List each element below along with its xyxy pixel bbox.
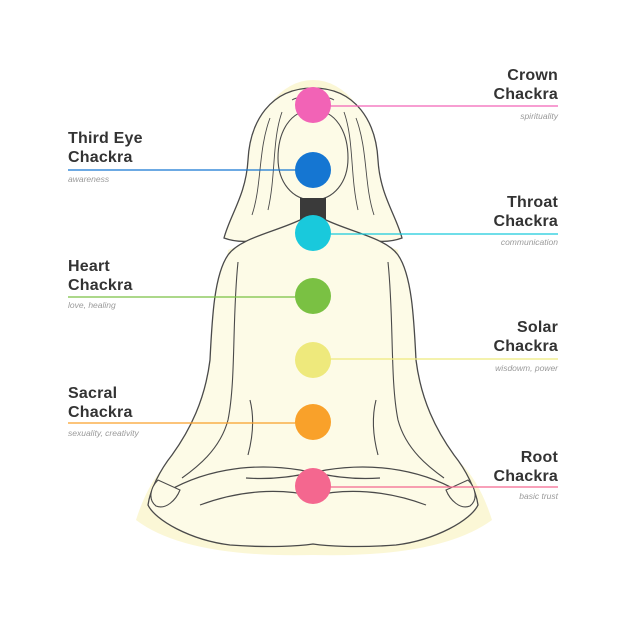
throat-chakra-name: Throat — [507, 194, 558, 211]
root-chakra-label: Root Chackra — [493, 448, 558, 486]
throat-chakra-label: Throat Chackra — [493, 193, 558, 231]
heart-chakra-description: love, healing — [68, 300, 116, 310]
crown-chakra-word: Chackra — [493, 86, 558, 103]
sacral-chakra-word: Chackra — [68, 404, 133, 421]
heart-chakra-word: Chackra — [68, 277, 133, 294]
root-chakra-word: Chackra — [493, 468, 558, 485]
sacral-chakra-description: sexuality, creativity — [68, 428, 139, 438]
solar-chakra-word: Chackra — [493, 338, 558, 355]
sacral-chakra-name: Sacral — [68, 385, 118, 402]
crown-chakra-label: Crown Chackra — [493, 66, 558, 104]
sacral-chakra-dot — [295, 404, 331, 440]
crown-chakra-description: spirituality — [520, 111, 558, 121]
third-eye-chakra-dot — [295, 152, 331, 188]
root-chakra-dot — [295, 468, 331, 504]
heart-chakra-label: Heart Chackra — [68, 257, 133, 295]
heart-chakra-dot — [295, 278, 331, 314]
solar-chakra-label: Solar Chackra — [493, 318, 558, 356]
third-eye-chakra-name: Third Eye — [68, 130, 143, 147]
crown-chakra-name: Crown — [507, 67, 558, 84]
third-eye-chakra-word: Chackra — [68, 149, 133, 166]
third-eye-chakra-label: Third Eye Chackra — [68, 129, 143, 167]
root-chakra-name: Root — [520, 449, 558, 466]
throat-chakra-word: Chackra — [493, 213, 558, 230]
solar-chakra-description: wisdowm, power — [495, 363, 558, 373]
body — [147, 219, 479, 548]
chakra-dots — [295, 87, 331, 504]
crown-chakra-dot — [295, 87, 331, 123]
sacral-chakra-label: Sacral Chackra — [68, 384, 133, 422]
throat-chakra-dot — [295, 215, 331, 251]
solar-chakra-name: Solar — [516, 319, 558, 336]
connector-lines — [68, 105, 558, 488]
throat-chakra-description: communication — [500, 237, 558, 247]
heart-chakra-name: Heart — [68, 258, 110, 275]
third-eye-chakra-description: awareness — [68, 174, 110, 184]
root-chakra-description: basic trust — [519, 491, 558, 501]
arm-lines — [181, 261, 445, 479]
hair-strands — [251, 95, 375, 216]
solar-chakra-dot — [295, 342, 331, 378]
